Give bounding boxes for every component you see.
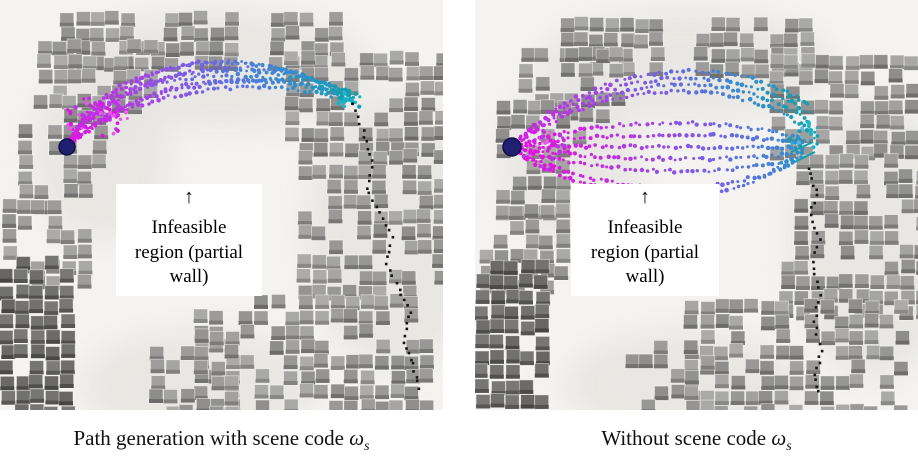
panel-column-without-scene-code: ↑ Infeasible region (partial wall) Witho… [475,0,918,455]
annotation-text-line: region (partial [590,241,700,263]
voxel-scene-without-scene-code [475,10,918,410]
annotation-text-line: region (partial [134,241,244,263]
annotation-text-line: wall) [169,266,209,288]
omega-symbol: ω [349,426,365,450]
omega-symbol: ω [771,426,787,450]
caption-text: Path generation with scene code [73,426,350,450]
figure: ↑ Infeasible region (partial wall) Path … [0,0,918,455]
scene-panel-with-scene-code: ↑ Infeasible region (partial wall) [0,0,443,410]
panel-column-with-scene-code: ↑ Infeasible region (partial wall) Path … [0,0,443,455]
annotation-text-line: Infeasible [607,217,683,238]
annotation-text-line: Infeasible [151,217,227,238]
caption-text: Without scene code [601,426,772,450]
omega-subscript: s [364,439,370,455]
caption-without-scene-code: Without scene code ωs [475,426,918,455]
caption-with-scene-code: Path generation with scene code ωs [0,426,443,455]
infeasible-region-annotation: ↑ Infeasible region (partial wall) [116,184,262,297]
scene-panel-without-scene-code: ↑ Infeasible region (partial wall) [475,0,918,410]
infeasible-region-annotation: ↑ Infeasible region (partial wall) [571,184,719,297]
omega-subscript: s [786,439,792,455]
voxel-scene-with-scene-code [0,10,443,410]
annotation-text-line: wall) [625,266,665,288]
up-arrow-icon: ↑ [184,186,194,208]
up-arrow-icon: ↑ [640,186,650,208]
